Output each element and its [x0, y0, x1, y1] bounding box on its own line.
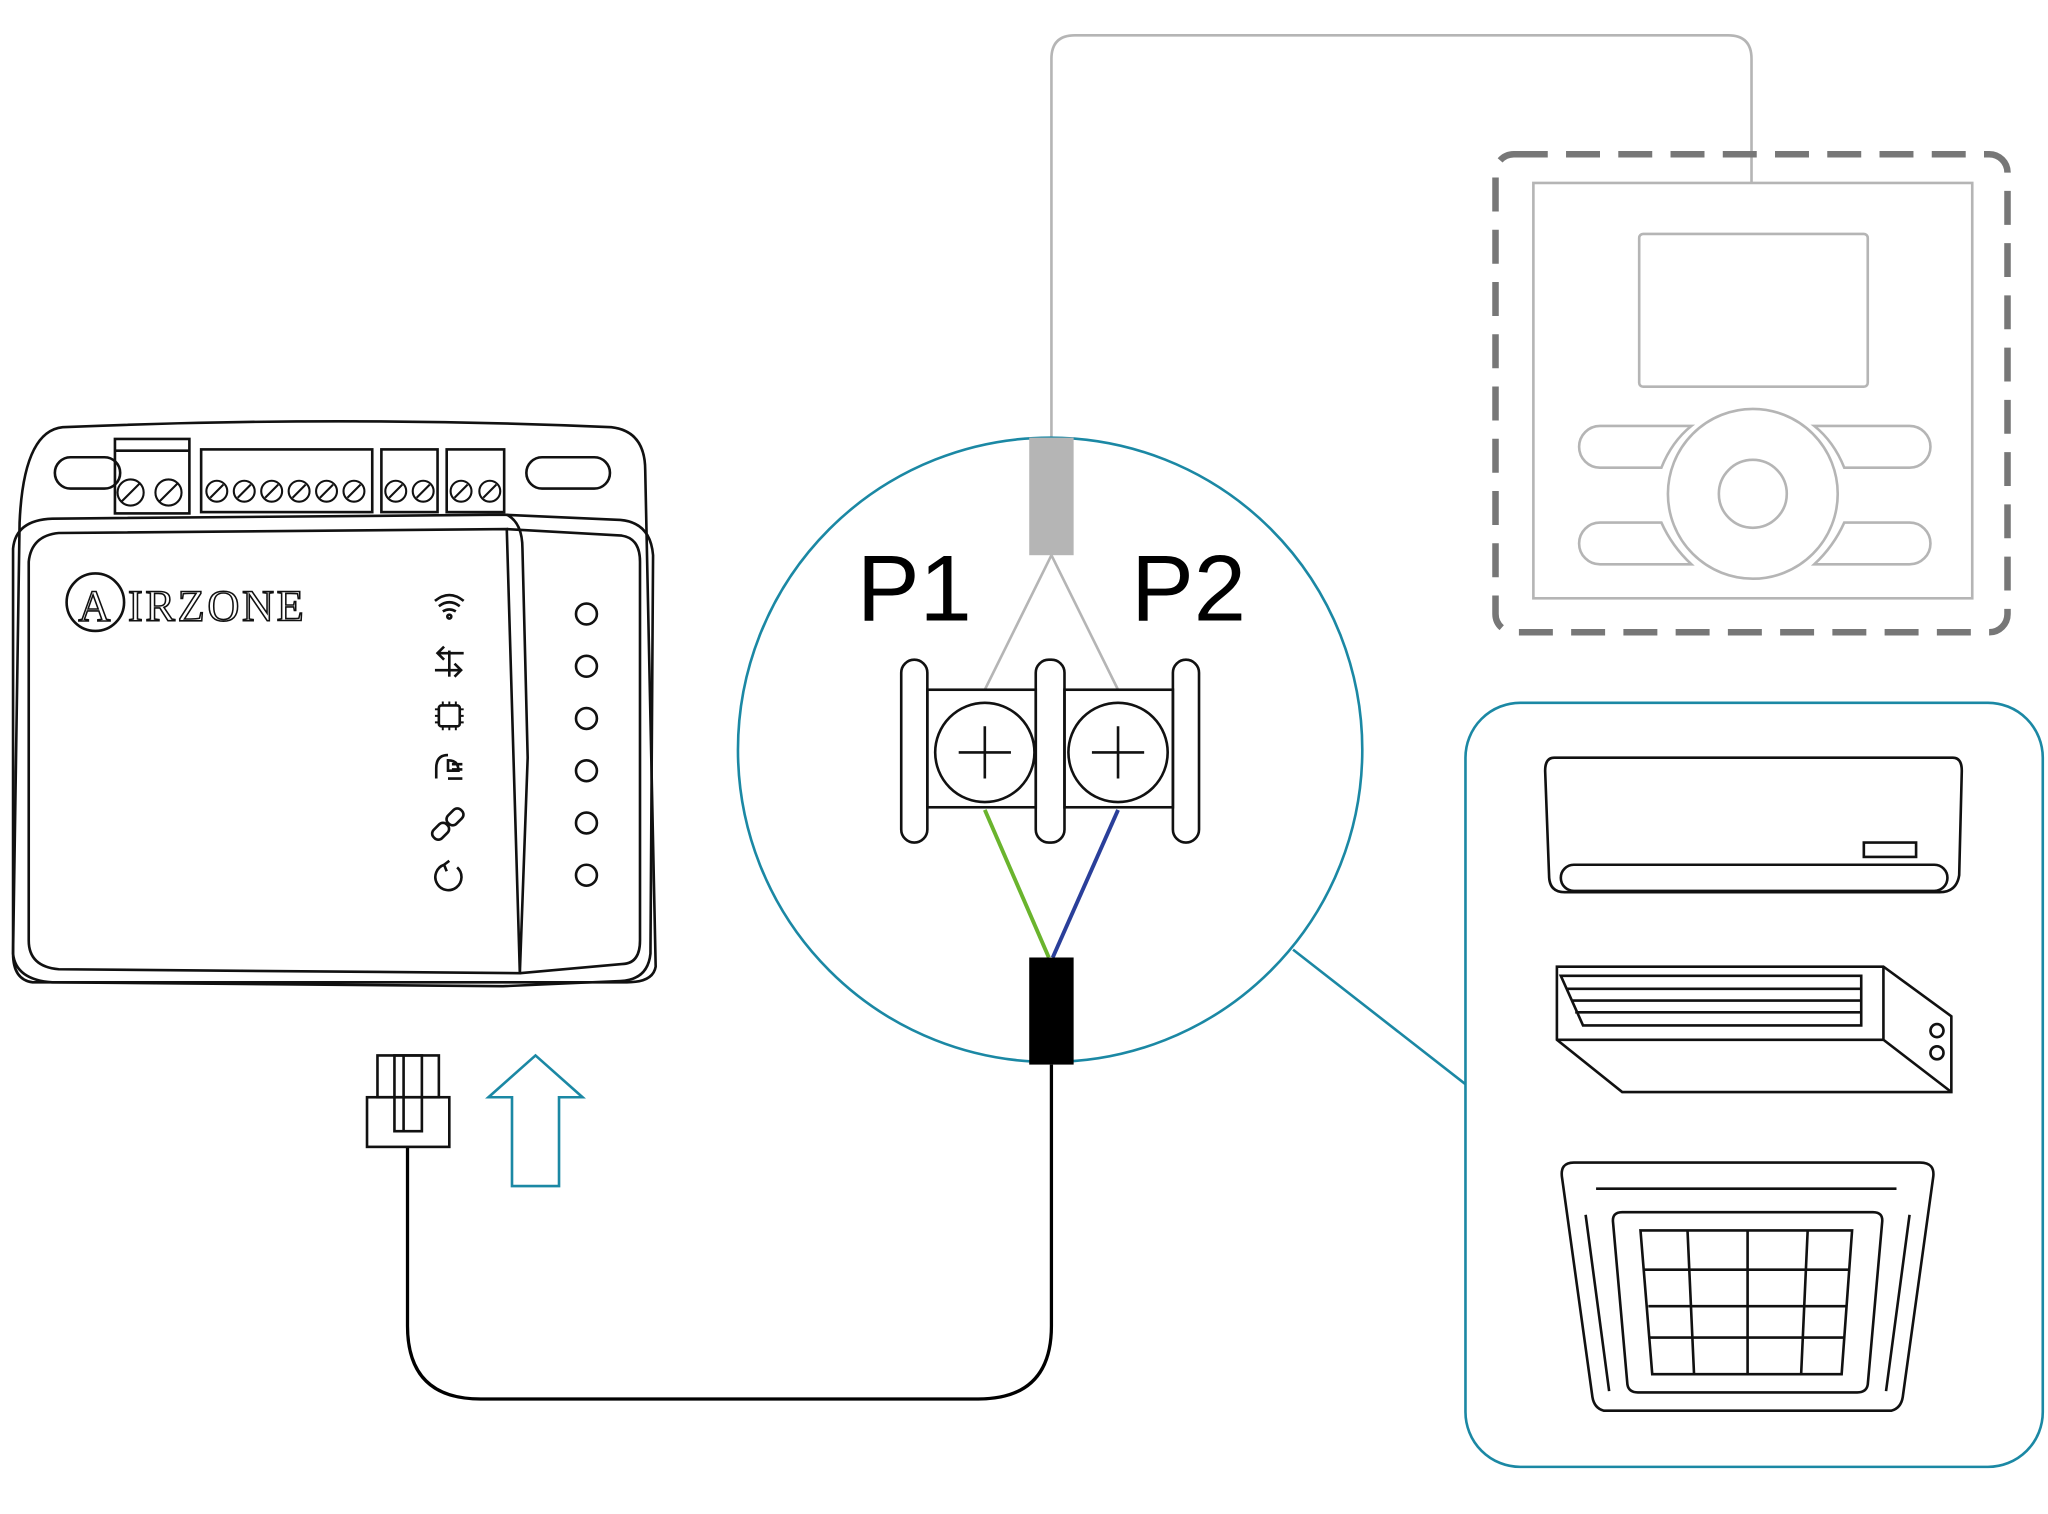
connector-plug: [365, 1054, 451, 1149]
p1-label: P1: [857, 536, 972, 641]
status-leds: [574, 602, 599, 887]
cable-sheath-black: [1029, 957, 1074, 1065]
airzone-device: A IRZONE: [11, 420, 657, 988]
thermostat: [1492, 150, 2011, 636]
thermostat-cable: [1050, 34, 1753, 438]
brand-initial: A: [78, 581, 113, 631]
reset-icon: [434, 859, 463, 892]
ac-units-panel: [1464, 701, 2045, 1469]
power-plug-icon: [434, 753, 463, 780]
brand-name: IRZONE: [128, 581, 306, 631]
screw-p1: [933, 701, 1036, 804]
blue-wire: [1050, 809, 1120, 959]
ducted-unit: [1555, 965, 1953, 1094]
bus-cable: [405, 1064, 1054, 1401]
green-wire: [983, 809, 1051, 959]
insert-arrow-icon: [485, 1053, 586, 1188]
wall-split-unit: [1543, 756, 1964, 894]
data-transfer-icon: [434, 645, 464, 678]
screw-p2: [1067, 701, 1169, 804]
wifi-icon: [434, 593, 465, 620]
terminal-block: [899, 658, 1201, 844]
leader-line: [1292, 948, 1467, 1086]
chip-icon: [434, 701, 464, 731]
cable-sheath-grey: [1029, 437, 1074, 556]
p2-label: P2: [1131, 536, 1246, 641]
cassette-unit: [1560, 1161, 1935, 1413]
link-icon: [430, 807, 465, 842]
